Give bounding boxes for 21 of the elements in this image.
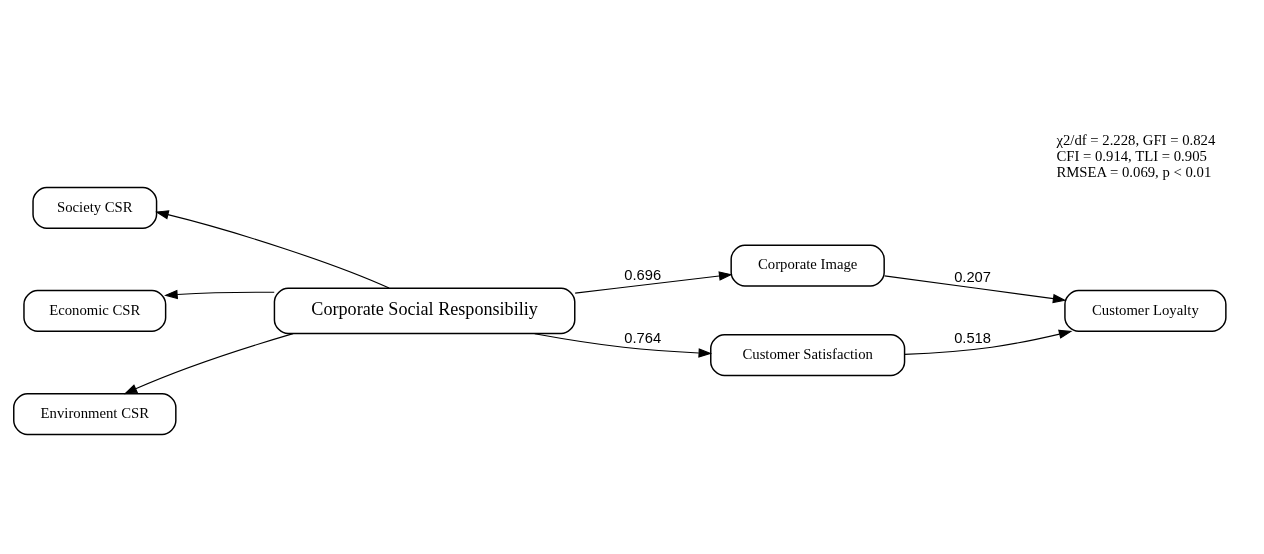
arrow (883, 274, 1067, 303)
node-box: Environment CSR (13, 392, 177, 435)
arrow (164, 289, 275, 299)
node-box: Customer Satisfaction (710, 333, 906, 376)
arrow (534, 332, 713, 358)
arrow (904, 329, 1073, 355)
edge-label: 0.764 (624, 329, 662, 346)
node-box: Economic CSR (23, 289, 167, 332)
label: RMSEA = 0.069, p < 0.01 (1056, 163, 1212, 180)
node-box: Society CSR (32, 186, 158, 229)
node-box: Corporate Image (730, 243, 885, 287)
arrow (123, 332, 294, 394)
node-box: Corporate Social Responsibiliy (273, 287, 576, 334)
arrow (574, 270, 733, 294)
label: CFI = 0.914, TLI = 0.905 (1056, 147, 1207, 164)
node-box: Customer Loyalty (1064, 289, 1227, 332)
edge-label: 0.696 (624, 266, 662, 283)
edge-label: 0.518 (954, 329, 991, 346)
arrow (155, 209, 390, 289)
label: χ2/df = 2.228, GFI = 0.824 (1056, 131, 1216, 148)
edge-label: 0.207 (954, 268, 991, 285)
